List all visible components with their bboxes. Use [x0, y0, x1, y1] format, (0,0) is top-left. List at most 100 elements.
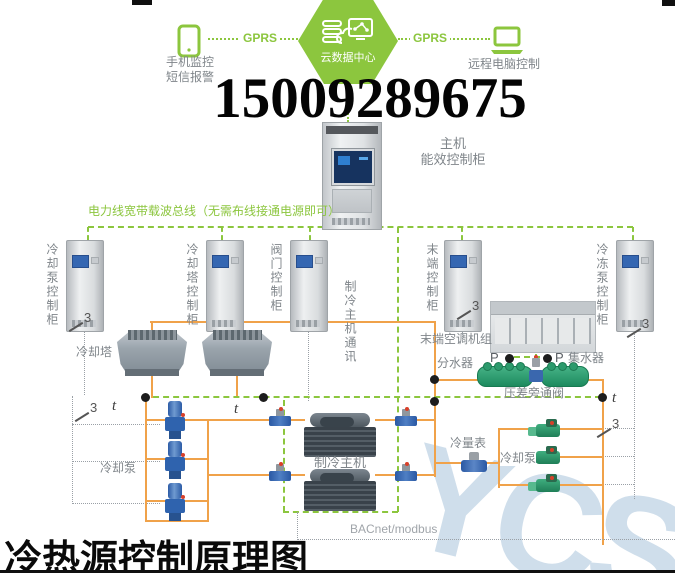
- laptop-icon: [491, 26, 523, 54]
- pipe: [151, 321, 153, 333]
- cabinet-label-cooling-pump: 冷却泵控制柜: [45, 243, 59, 327]
- pipe: [586, 379, 603, 381]
- control-wire: [462, 331, 463, 339]
- bacnet-wire: [297, 512, 298, 540]
- wire-count-mark: 3: [596, 416, 630, 444]
- junction-dot: [430, 375, 439, 384]
- pipe: [236, 374, 238, 398]
- pressure-sensor-label: P: [490, 350, 499, 365]
- butterfly-valve: [395, 462, 417, 481]
- pipe: [434, 379, 478, 381]
- pressure-sensor-label: P: [555, 350, 564, 365]
- bottom-edge-bar: [0, 570, 675, 573]
- top-edge-mark: [662, 0, 675, 6]
- chilled-pump-cabinet: [616, 240, 654, 332]
- protocol-label: BACnet/modbus: [350, 522, 438, 536]
- chiller-comm-line: [397, 227, 399, 512]
- gprs-left-label: GPRS: [240, 31, 281, 45]
- pipe: [151, 374, 153, 398]
- ahu-label: 末端空调机组: [420, 332, 493, 346]
- top-edge-mark: [132, 0, 152, 5]
- mobile-monitor-label: 手机监控 短信报警: [165, 55, 214, 84]
- cloud-data-center-label: 云数据中心: [320, 52, 376, 64]
- pipe: [207, 419, 209, 522]
- terminal-cabinet: [444, 240, 482, 332]
- terminal-ahu-unit: [490, 301, 596, 353]
- wire-count-mark: 3: [456, 298, 490, 326]
- temp-sensor-dot: [141, 393, 150, 402]
- bus-drop: [632, 227, 634, 240]
- chiller-group-line: [283, 511, 398, 513]
- butterfly-valve: [269, 462, 291, 481]
- cloud-server-monitor-icon: [322, 18, 373, 44]
- pressure-sensor-link: [514, 356, 540, 358]
- distributor-label: 分水器: [437, 356, 474, 370]
- sensor-bus: [143, 396, 601, 398]
- bypass-valve-label: 压差旁通阀: [504, 386, 565, 400]
- pressure-sensor-dot: [543, 354, 552, 363]
- control-wire: [84, 331, 85, 395]
- bacnet-wire: [297, 539, 675, 540]
- water-collector: [541, 362, 589, 387]
- cooling-pump: [163, 483, 187, 521]
- cabinet-label-chilled-pump: 冷冻泵控制柜: [595, 243, 609, 327]
- pipe: [602, 379, 604, 545]
- cooling-tower-label: 冷却塔: [76, 345, 113, 359]
- control-wire: [308, 331, 309, 401]
- water-distributor: [477, 362, 533, 387]
- powerline-bus-label: 电力线宽带载波总线（无需布线接通电源即可）: [88, 204, 341, 218]
- remote-pc-label: 远程电脑控制: [467, 57, 540, 71]
- main-control-cabinet: [322, 122, 382, 230]
- control-wire: [72, 503, 160, 504]
- control-wire: [72, 424, 160, 425]
- temp-sensor-dot: [259, 393, 268, 402]
- cooling-tower: [117, 330, 187, 376]
- pipe: [498, 428, 500, 488]
- cabinet-screen: [332, 149, 374, 185]
- cooling-pump: [163, 401, 187, 439]
- bus-drop: [221, 227, 223, 240]
- chiller-unit: [304, 469, 376, 511]
- pipe: [145, 520, 207, 522]
- wire-count-mark: 3: [74, 400, 108, 428]
- chiller-group-line: [283, 400, 285, 512]
- junction-dot: [430, 397, 439, 406]
- cabinet-label-terminal: 末端控制柜: [425, 243, 439, 313]
- bus-drop: [87, 227, 89, 240]
- wire-count-mark: 3: [626, 316, 660, 344]
- cooling-tower-cabinet: [206, 240, 244, 332]
- cabinet-label-valve: 阀门控制柜: [269, 243, 283, 313]
- bus-drop: [309, 227, 311, 240]
- chiller-comm-label: 制冷主机通讯: [343, 280, 357, 364]
- cooling-pump-right-label: 冷却泵: [500, 451, 537, 466]
- chiller-unit: [304, 413, 376, 457]
- cooling-pump-cabinet: [66, 240, 104, 332]
- temp-sensor-label: t: [112, 398, 117, 414]
- control-wire: [634, 331, 635, 499]
- temp-sensor-label: t: [612, 390, 617, 406]
- flow-meter: [461, 452, 487, 472]
- chilled-water-pump: [528, 474, 562, 493]
- gprs-right-label: GPRS: [410, 31, 451, 45]
- mobile-phone-icon: [177, 24, 201, 58]
- phone-number: 15009289675: [213, 67, 527, 130]
- bus-drop: [461, 227, 463, 240]
- control-wire: [72, 461, 160, 462]
- diagram-title: 冷热源控制原理图: [4, 539, 309, 573]
- cloud-to-cabinet-link: [347, 82, 349, 122]
- pipe: [207, 419, 305, 421]
- cooling-tower: [202, 330, 272, 376]
- cooling-pump: [163, 441, 187, 479]
- bypass-valve: [529, 355, 543, 382]
- pipe: [207, 474, 305, 476]
- control-wire: [72, 396, 73, 502]
- cooling-meter-label: 冷量表: [450, 436, 487, 450]
- wire-count-mark: 3: [68, 310, 102, 338]
- temp-sensor-label: t: [234, 401, 239, 417]
- chilled-water-pump: [528, 419, 562, 438]
- chiller-label: 制冷主机: [314, 455, 367, 470]
- cabinet-label-cooling-tower: 冷却塔控制柜: [185, 243, 199, 327]
- cooling-pump-left-label: 冷却泵: [100, 461, 137, 475]
- butterfly-valve: [395, 407, 417, 426]
